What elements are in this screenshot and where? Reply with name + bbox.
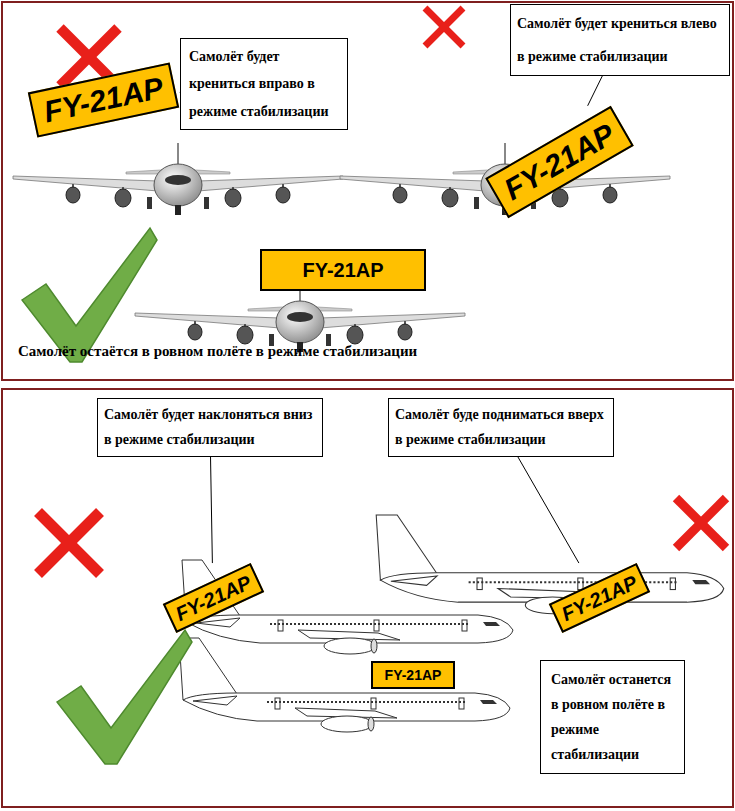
- plate-label: FY-21AP: [260, 249, 425, 291]
- red-cross: [38, 512, 100, 574]
- callout-text: Самолёт останется в ровном полёте в режи…: [551, 667, 674, 767]
- note-text: Самолёт остаётся в ровном полёте в режим…: [18, 343, 417, 360]
- panel-border: [2, 2, 733, 380]
- callout-text: Самолёт будет наклоняться вниз в режиме …: [104, 403, 316, 452]
- green-check: [22, 228, 157, 362]
- callout-text: Самолёт будет крениться вправо в режиме …: [189, 43, 339, 125]
- airplane-side: [376, 515, 724, 614]
- plate-label: FY-21AP: [162, 563, 263, 633]
- plate-text: FY-21AP: [500, 119, 620, 206]
- leader-line: [211, 457, 213, 563]
- plate-text: FY-21AP: [42, 73, 167, 128]
- callout-text: Самолёт будет крениться влево в режиме с…: [517, 7, 723, 73]
- callout-box: Самолёт будет крениться вправо в режиме …: [180, 38, 348, 130]
- plate-label: FY-21AP: [486, 106, 635, 218]
- plate-text: FY-21AP: [172, 572, 254, 624]
- plate-label: FY-21AP: [371, 661, 456, 689]
- panel-border: [2, 389, 733, 807]
- plate-text: FY-21AP: [558, 572, 640, 624]
- plate-label: FY-21AP: [548, 563, 649, 633]
- green-check: [57, 630, 192, 764]
- leader-line: [588, 76, 603, 106]
- callout-box: Самолёт буде подниматься вверх в режиме …: [388, 398, 614, 457]
- red-cross: [676, 498, 726, 548]
- callout-box: Самолёт останется в ровном полёте в режи…: [540, 660, 685, 774]
- red-cross: [425, 8, 463, 46]
- plate-text: FY-21AP: [302, 260, 383, 280]
- callout-box: Самолёт будет наклоняться вниз в режиме …: [97, 398, 323, 457]
- leader-line: [518, 457, 579, 563]
- callout-box: Самолёт будет крениться влево в режиме с…: [510, 4, 730, 76]
- callout-text: Самолёт буде подниматься вверх в режиме …: [395, 403, 607, 452]
- plate-text: FY-21AP: [385, 668, 442, 682]
- plate-label: FY-21AP: [28, 62, 180, 137]
- airplane-side: [179, 638, 510, 732]
- airplane-front: [13, 143, 343, 215]
